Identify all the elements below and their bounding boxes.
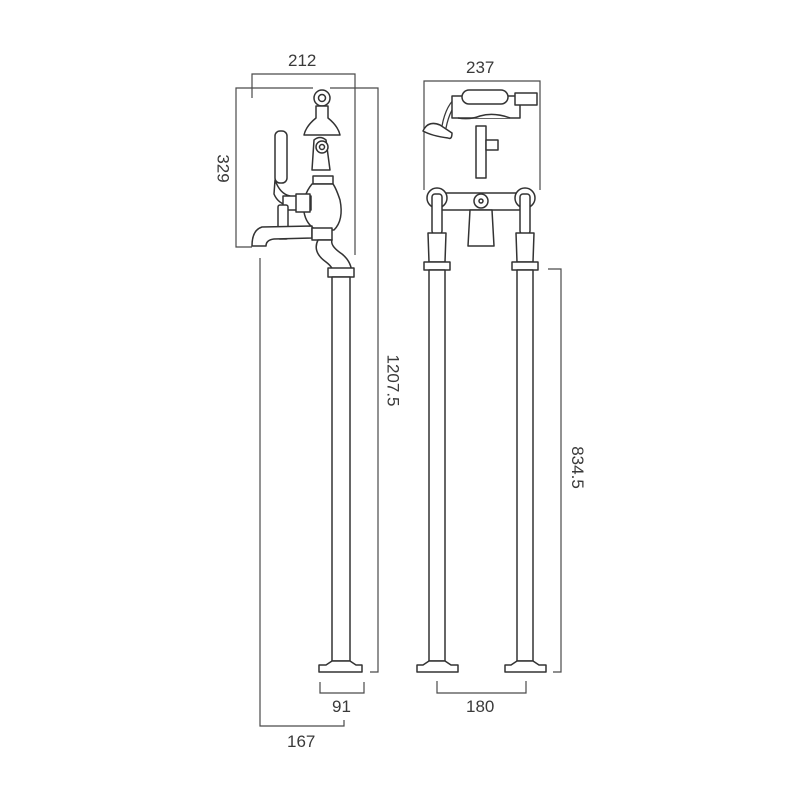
side-base xyxy=(318,660,363,673)
left-base xyxy=(416,660,459,673)
dim-line-91 xyxy=(319,682,365,694)
lever-handle xyxy=(274,130,288,184)
dim-label-91: 91 xyxy=(332,697,351,716)
dim-label-167: 167 xyxy=(287,732,316,751)
dim-label-834: 834.5 xyxy=(567,446,587,489)
cradle-stem xyxy=(475,125,487,179)
cradle-bell xyxy=(303,105,341,136)
dim-line-212 xyxy=(251,73,356,255)
dim-label-180: 180 xyxy=(466,697,495,716)
dim-line-834 xyxy=(548,268,562,673)
dim-line-329 xyxy=(235,87,313,248)
left-pillar xyxy=(428,269,446,662)
right-base xyxy=(504,660,547,673)
dim-line-237 xyxy=(423,80,541,190)
front-view xyxy=(416,80,562,694)
front-spout xyxy=(467,209,495,247)
right-pillar xyxy=(516,269,534,662)
shower-head xyxy=(422,122,453,140)
side-pillar xyxy=(331,276,351,662)
right-valve xyxy=(504,187,547,673)
left-valve xyxy=(416,187,459,673)
dim-label-237: 237 xyxy=(466,58,495,77)
dim-line-1207 xyxy=(330,87,379,673)
dim-label-1207: 1207.5 xyxy=(383,354,403,407)
side-view xyxy=(235,73,379,727)
dim-line-167 xyxy=(259,258,345,727)
dim-line-180 xyxy=(436,681,527,694)
spout xyxy=(251,225,313,247)
dim-label-329: 329 xyxy=(213,154,233,183)
dim-label-212: 212 xyxy=(288,51,317,70)
